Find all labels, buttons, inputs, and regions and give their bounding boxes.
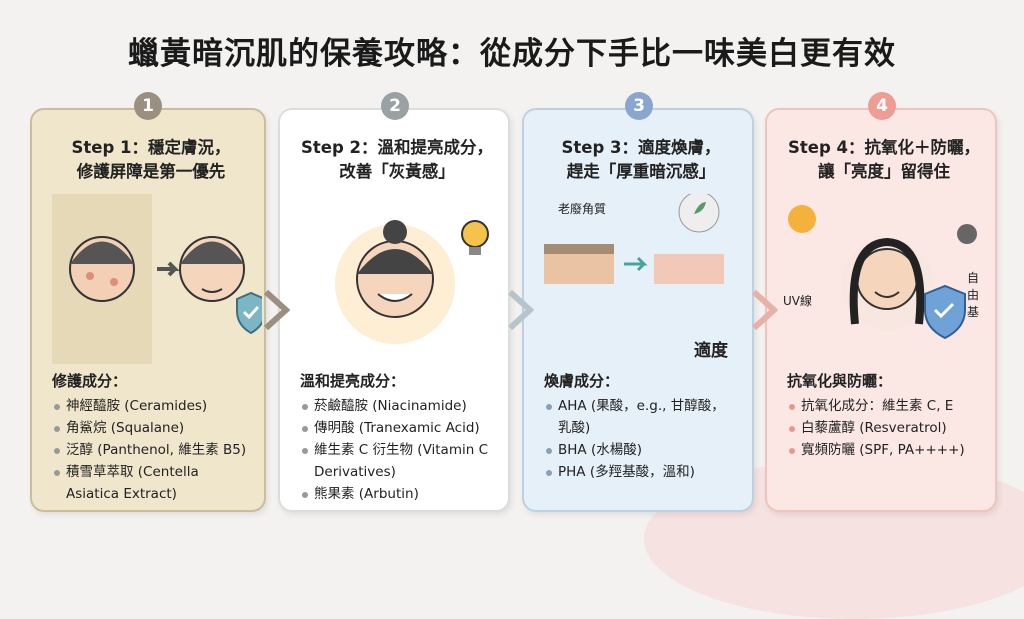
list-item: 白藜蘆醇 (Resveratrol) [787,417,981,439]
uv-label: UV線 [783,294,812,308]
arrow-right-icon [263,290,290,330]
face-icon [32,184,266,374]
arrow-right-icon [751,290,778,330]
step-card-1: Step 1：穩定膚況，修護屏障是第一優先 修護成分： 神經醯胺 (Cerami… [30,108,266,512]
step-card-3: Step 3：適度煥膚，趕走「厚重暗沉感」 老廢角質 適度 煥膚成分： AHA … [522,108,754,512]
step-number-badge: 1 [134,92,162,120]
ingredients-heading: 煥膚成分： [544,372,620,390]
arrow-right-icon [507,290,534,330]
step-card-4: Step 4：抗氧化＋防曬，讓「亮度」留得住 UV線 自由基 抗氧化與防曬： 抗… [765,108,997,512]
step-title: Step 2：溫和提亮成分，改善「灰黃感」 [301,138,493,181]
illustration-exfoliation: 老廢角質 適度 [544,191,738,364]
list-item: PHA (多羥基酸，溫和) [544,461,738,483]
ingredients-list: 神經醯胺 (Ceramides) 角鯊烷 (Squalane) 泛醇 (Pant… [52,395,250,505]
step-title: Step 3：適度煥膚，趕走「厚重暗沉感」 [561,138,721,181]
skin-layer-icon [544,191,724,284]
list-item: 菸鹼醯胺 (Niacinamide) [300,395,494,417]
illustration-sun-protection: UV線 自由基 [783,194,981,364]
step-number-badge: 4 [868,92,896,120]
moderate-label: 適度 [694,341,728,361]
list-item: 寬頻防曬 (SPF, PA++++) [787,439,981,461]
list-item: 維生素 C 衍生物 (Vitamin C Derivatives) [300,439,494,483]
step-card-2: Step 2：溫和提亮成分，改善「灰黃感」 溫和提亮成分： 菸鹼醯胺 (Niac… [278,108,510,512]
dead-skin-label: 老廢角質 [558,202,607,216]
list-item: AHA (果酸，e.g., 甘醇酸，乳酸) [544,395,738,439]
step-title: Step 4：抗氧化＋防曬，讓「亮度」留得住 [788,138,980,181]
ingredients-heading: 溫和提亮成分： [300,372,406,390]
ingredients-list: 抗氧化成分：維生素 C, E 白藜蘆醇 (Resveratrol) 寬頻防曬 (… [787,395,981,461]
free-radical-icon [957,224,977,244]
ingredients-list: AHA (果酸，e.g., 甘醇酸，乳酸) BHA (水楊酸) PHA (多羥基… [544,395,738,483]
step-number-badge: 3 [625,92,653,120]
step-title: Step 1：穩定膚況，修護屏障是第一優先 [71,138,231,181]
sun-icon [788,205,816,233]
list-item: 傳明酸 (Tranexamic Acid) [300,417,494,439]
ingredients-heading: 修護成分： [52,372,128,390]
list-item: 積雪草萃取 (Centella Asiatica Extract) [52,461,250,505]
ingredients-heading: 抗氧化與防曬： [787,372,893,390]
smiling-face-icon [335,220,489,344]
list-item: BHA (水楊酸) [544,439,738,461]
list-item: 熊果素 (Arbutin) [300,483,494,505]
step-number-badge: 2 [381,92,409,120]
lightbulb-icon [461,220,489,248]
list-item: 抗氧化成分：維生素 C, E [787,395,981,417]
list-item: 角鯊烷 (Squalane) [52,417,250,439]
illustration-smiling-face [300,194,494,364]
page-title: 蠟黃暗沉肌的保養攻略：從成分下手比一味美白更有效 [128,36,896,72]
list-item: 神經醯胺 (Ceramides) [52,395,250,417]
list-item: 泛醇 (Panthenol, 維生素 B5) [52,439,250,461]
illustration-irritated-to-calm-face [32,184,266,374]
ingredients-list: 菸鹼醯胺 (Niacinamide) 傳明酸 (Tranexamic Acid)… [300,395,494,505]
free-radical-label: 自由基 [967,271,980,319]
sun-shield-icon [788,205,977,340]
